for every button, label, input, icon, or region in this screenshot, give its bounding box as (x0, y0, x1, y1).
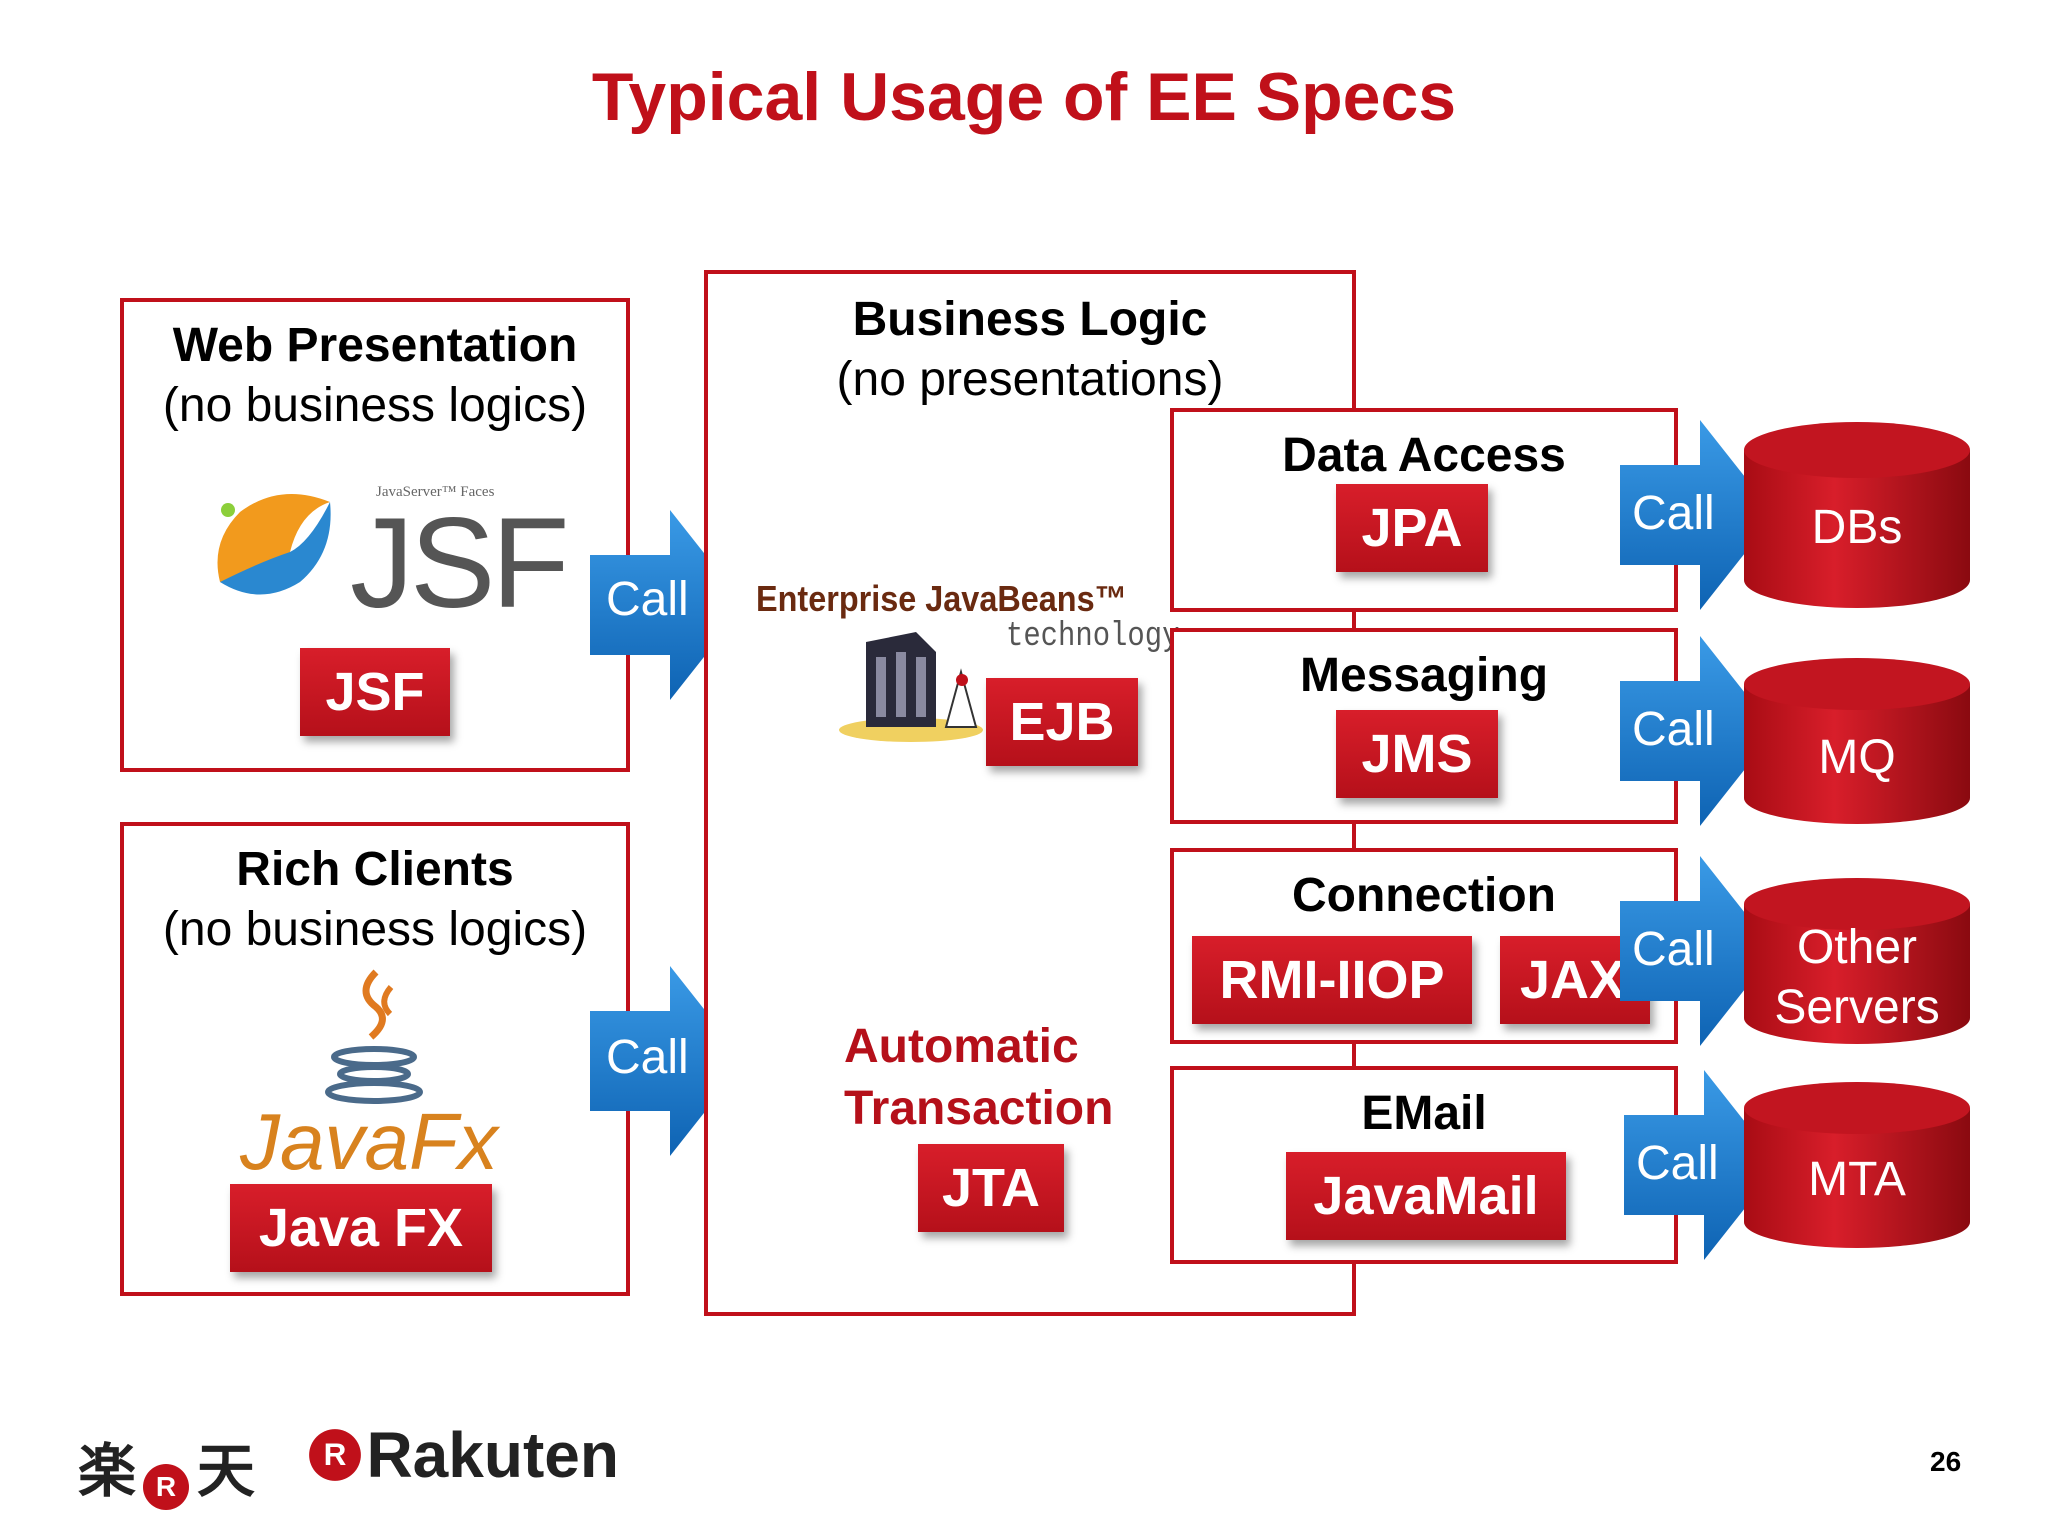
other-servers-label-line2: Servers (1774, 981, 1940, 1034)
messaging-box: Messaging JMS (1170, 628, 1678, 824)
auto-transaction-line1: Automatic (844, 1020, 1079, 1073)
rakuten-r-icon: R (143, 1463, 190, 1510)
call-label-db: Call (1632, 487, 1715, 540)
jpa-tag: JPA (1336, 484, 1488, 572)
rmi-iiop-tag: RMI-IIOP (1192, 936, 1472, 1024)
rakuten-r-icon-2: R (309, 1429, 361, 1481)
email-heading: EMail (1361, 1087, 1487, 1140)
business-logic-subheading: (no presentations) (836, 353, 1224, 406)
web-presentation-heading: Web Presentation (172, 319, 578, 372)
messaging-heading: Messaging (1299, 649, 1549, 702)
data-access-heading: Data Access (1282, 429, 1566, 482)
mq-cylinder-icon (1744, 658, 1970, 824)
call-label-mta: Call (1636, 1137, 1719, 1190)
call-label-web: Call (606, 573, 689, 626)
java-cup-icon (325, 969, 423, 1104)
jta-tag: JTA (918, 1144, 1064, 1232)
business-logic-heading: Business Logic (852, 293, 1208, 346)
web-presentation-box: Web Presentation (no business logics) Ja… (120, 298, 630, 772)
page-number: 26 (1930, 1446, 1962, 1477)
rich-clients-heading: Rich Clients (236, 843, 514, 896)
javamail-tag: JavaMail (1286, 1152, 1566, 1240)
email-box: EMail JavaMail (1170, 1066, 1678, 1264)
call-label-other: Call (1632, 923, 1715, 976)
svg-text:R: R (156, 1471, 176, 1502)
footer-logo-rakuten: R Rakuten (308, 1418, 619, 1492)
footer-logo-kanji: 楽 R 天 (78, 1424, 255, 1510)
call-arrow-mta (1624, 1070, 1779, 1260)
call-arrow-other (1620, 856, 1775, 1046)
mta-cylinder-icon (1744, 1082, 1970, 1248)
footer-kanji-char2: 天 (196, 1439, 255, 1504)
jsf-tag: JSF (300, 648, 450, 736)
ejb-building-icon (839, 632, 983, 742)
jsf-logo: JavaServer™ Faces JSF (200, 482, 570, 635)
javafx-logo-text: JavaFx (240, 1097, 498, 1186)
javafx-tag: Java FX (230, 1184, 492, 1272)
db-cylinder-icon (1744, 422, 1970, 608)
call-arrow-mq (1620, 636, 1775, 826)
jsf-logo-text: JSF (350, 492, 570, 635)
jms-tag: JMS (1336, 710, 1498, 798)
auto-transaction-line2: Transaction (844, 1082, 1114, 1135)
other-servers-cylinder-icon (1744, 878, 1970, 1044)
ejb-logo-line2: technology (1006, 618, 1180, 656)
call-arrow-db (1620, 420, 1775, 610)
ejb-logo-line1: Enterprise JavaBeans™ (756, 578, 1127, 619)
connection-box: Connection RMI-IIOP JAX (1170, 848, 1678, 1044)
footer-kanji-char1: 楽 (78, 1439, 137, 1504)
rich-clients-box: Rich Clients (no business logics) JavaFx… (120, 822, 630, 1296)
other-servers-label-line1: Other (1796, 921, 1918, 974)
page-title: Typical Usage of EE Specs (591, 59, 1457, 135)
svg-text:R: R (324, 1436, 347, 1472)
dbs-label: DBs (1811, 501, 1903, 554)
jsf-logo-small: JavaServer™ Faces (376, 484, 495, 500)
mq-label: MQ (1818, 731, 1896, 784)
ejb-logo: Enterprise JavaBeans™ technology (756, 578, 1180, 748)
web-presentation-subheading: (no business logics) (162, 379, 588, 432)
data-access-box: Data Access JPA (1170, 408, 1678, 612)
call-label-mq: Call (1632, 703, 1715, 756)
rich-clients-subheading: (no business logics) (162, 903, 588, 956)
jsf-swoosh-icon (217, 494, 331, 595)
mta-label: MTA (1808, 1153, 1906, 1206)
call-label-rich: Call (606, 1031, 689, 1084)
ejb-tag: EJB (986, 678, 1138, 766)
footer-brand-text: Rakuten (366, 1419, 619, 1491)
connection-heading: Connection (1292, 869, 1556, 922)
